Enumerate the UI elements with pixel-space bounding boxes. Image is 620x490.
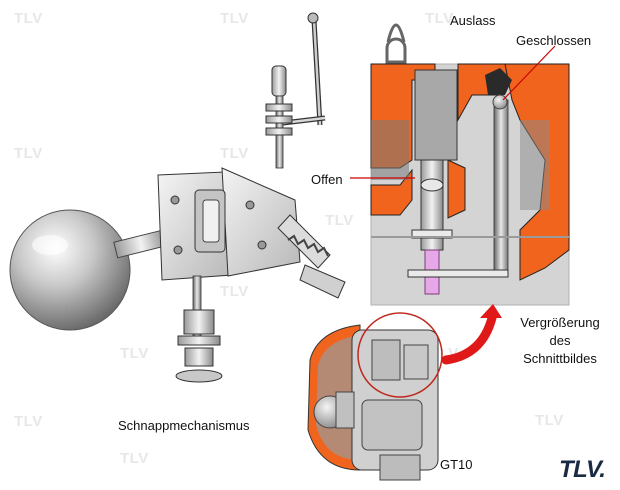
watermark: TLV [14,10,43,27]
closed-label: Geschlossen [516,33,592,48]
magnifier-circle [357,312,443,398]
tlv-logo: TLV. [559,456,606,483]
gt10-trap-illustration [307,324,439,481]
closed-leader-line [502,45,556,101]
watermark: TLV [14,413,43,430]
watermark: TLV [120,345,149,362]
snap-mechanism-label: Schnappmechanismus [118,418,250,433]
enlargement-arrow [441,313,497,365]
enlargement-line-3: Schnittbildes [523,351,597,366]
open-label: Offen [311,172,343,187]
watermark: TLV [220,10,249,27]
watermark: TLV [535,412,564,429]
outlet-label: Auslass [450,13,496,28]
watermark: TLV [325,212,354,229]
enlargement-line-1: Vergrößerung [520,315,600,330]
watermark: TLV [220,283,249,300]
watermark: TLV [120,450,149,467]
arrowhead [480,304,502,318]
snap-mechanism-illustration [9,12,346,383]
watermark: TLV [220,145,249,162]
model-label: GT10 [440,457,473,472]
watermark: TLV [14,145,43,162]
enlargement-caption: Vergrößerung des Schnittbildes [508,314,612,368]
watermark: TLV [425,10,454,27]
cutaway-detail [370,23,570,306]
enlargement-line-2: des [549,333,571,348]
